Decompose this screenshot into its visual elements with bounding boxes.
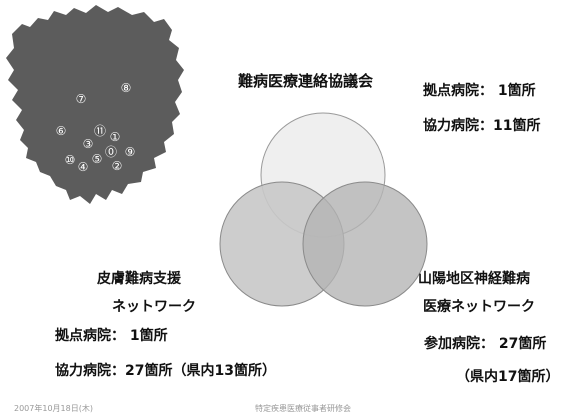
footer-date: 2007年10月18日(木): [14, 404, 93, 413]
marker-6: ⑥: [56, 124, 67, 138]
skin-network-title-1: 皮膚難病支援: [97, 271, 181, 287]
council-coop-hospitals: 協力病院：11箇所: [423, 118, 541, 134]
skin-network-base-hospitals: 拠点病院： 1箇所: [55, 328, 168, 344]
neuro-network-title-1: 山陽地区神経難病: [418, 271, 530, 287]
okayama-map: ⑦ ⑧ ⑥ ⑪ ① ③ ⓪ ⑨ ⑩ ④ ⑤ ②: [6, 5, 184, 204]
marker-8: ⑧: [121, 81, 132, 95]
marker-1: ①: [110, 130, 121, 144]
footer-event: 特定疾患医療従事者研修会: [255, 404, 351, 413]
neuro-network-in-prefecture: （県内17箇所）: [456, 369, 560, 385]
council-title: 難病医療連絡協議会: [238, 72, 374, 90]
map-shape: [6, 5, 184, 204]
marker-11: ⑪: [94, 124, 106, 138]
neuro-network-participating: 参加病院： 27箇所: [424, 336, 547, 352]
circle-neuro-network: [302, 181, 428, 307]
neuro-network-title-2: 医療ネットワーク: [423, 299, 535, 315]
marker-0: ⓪: [105, 145, 117, 159]
skin-network-title-2: ネットワーク: [112, 299, 196, 315]
marker-9: ⑨: [125, 145, 136, 159]
marker-7: ⑦: [76, 92, 87, 106]
marker-2: ②: [112, 159, 123, 173]
skin-network-coop-hospitals: 協力病院：27箇所（県内13箇所）: [55, 363, 276, 379]
map-markers: ⑦ ⑧ ⑥ ⑪ ① ③ ⓪ ⑨ ⑩ ④ ⑤ ②: [56, 81, 136, 174]
marker-5: ⑤: [92, 152, 103, 166]
council-base-hospitals: 拠点病院： 1箇所: [423, 83, 536, 99]
marker-3: ③: [83, 137, 94, 151]
marker-10: ⑩: [65, 153, 76, 167]
marker-4: ④: [78, 160, 89, 174]
